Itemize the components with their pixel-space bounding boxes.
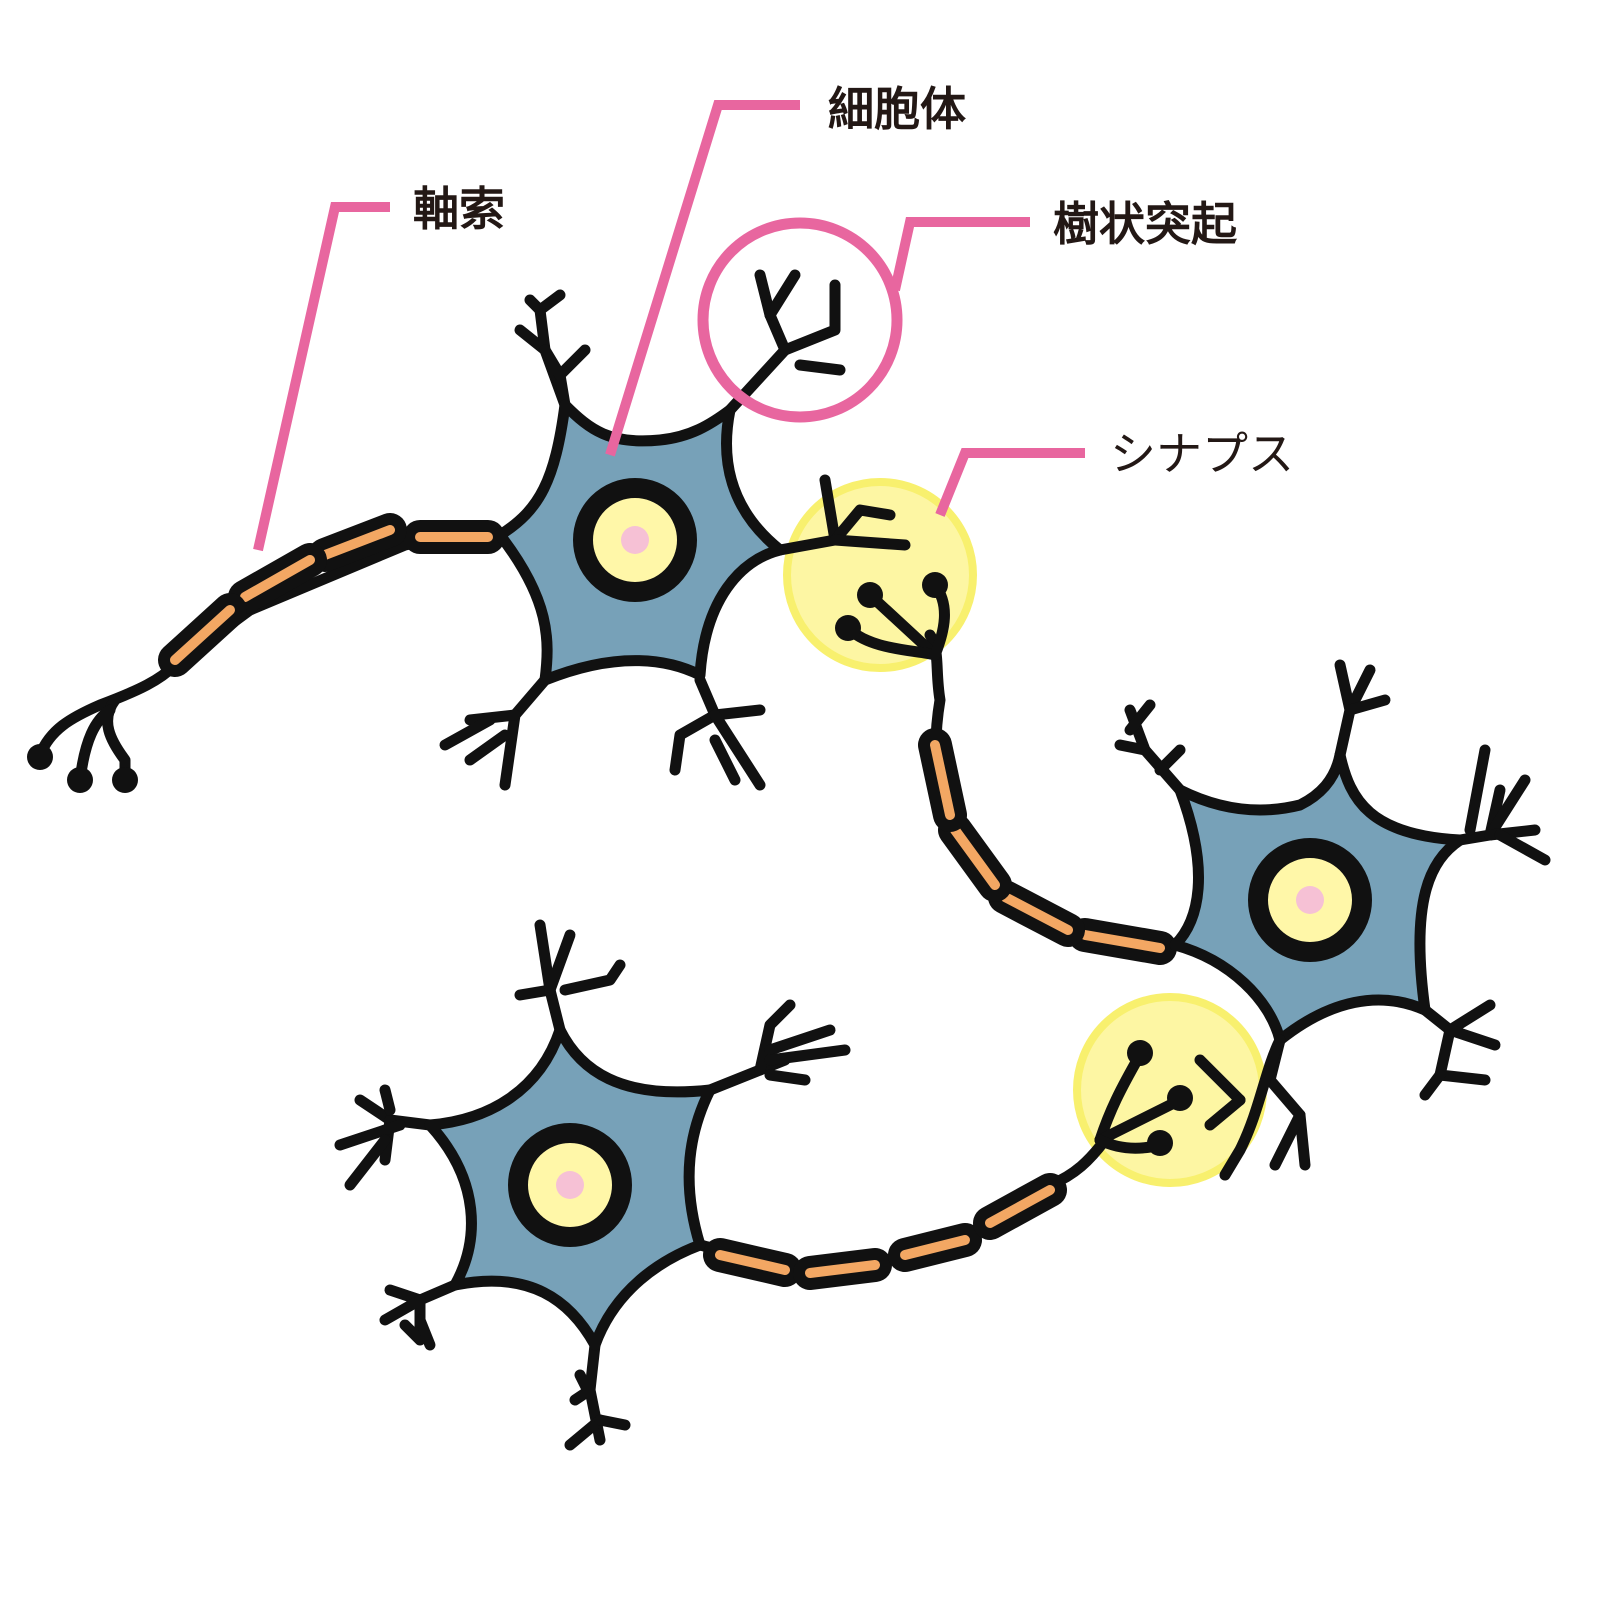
callout-labels: 軸索 細胞体 樹状突起 シナプス (413, 82, 1294, 481)
leader-axon (253, 202, 390, 552)
nucleolus-2 (1296, 886, 1324, 914)
leader-dendrite (890, 217, 1030, 292)
callout-leaders (253, 100, 1085, 552)
label-axon: 軸索 (413, 182, 505, 236)
label-cell-body: 細胞体 (828, 82, 966, 136)
axon-terminals-3 (1094, 1040, 1193, 1156)
label-synapse: シナプス (1110, 427, 1294, 481)
neuron-lower (334, 919, 1286, 1451)
label-dendrite: 樹状突起 (1053, 197, 1238, 251)
neuron-upper-left (27, 269, 911, 793)
dendrite-highlight-ring (697, 217, 903, 423)
dendrite-into-synapse (1219, 1034, 1286, 1181)
nucleolus-1 (621, 526, 649, 554)
axon-terminals-1 (27, 694, 138, 793)
axon-line-2 (924, 629, 1181, 951)
leader-synapse (935, 448, 1085, 517)
myelin-sheath-2 (918, 728, 1177, 965)
myelin-sheath-3 (703, 1173, 1067, 1290)
dendrites-3 (334, 919, 851, 1451)
dendrites-2 (1114, 659, 1551, 1171)
neuron-right (835, 572, 1551, 1171)
axon-terminals-2 (835, 572, 950, 661)
myelin-sheath-1 (158, 513, 505, 677)
nucleolus-3 (556, 1171, 584, 1199)
leader-cell-body (605, 100, 800, 457)
dendrites-1 (439, 269, 911, 791)
